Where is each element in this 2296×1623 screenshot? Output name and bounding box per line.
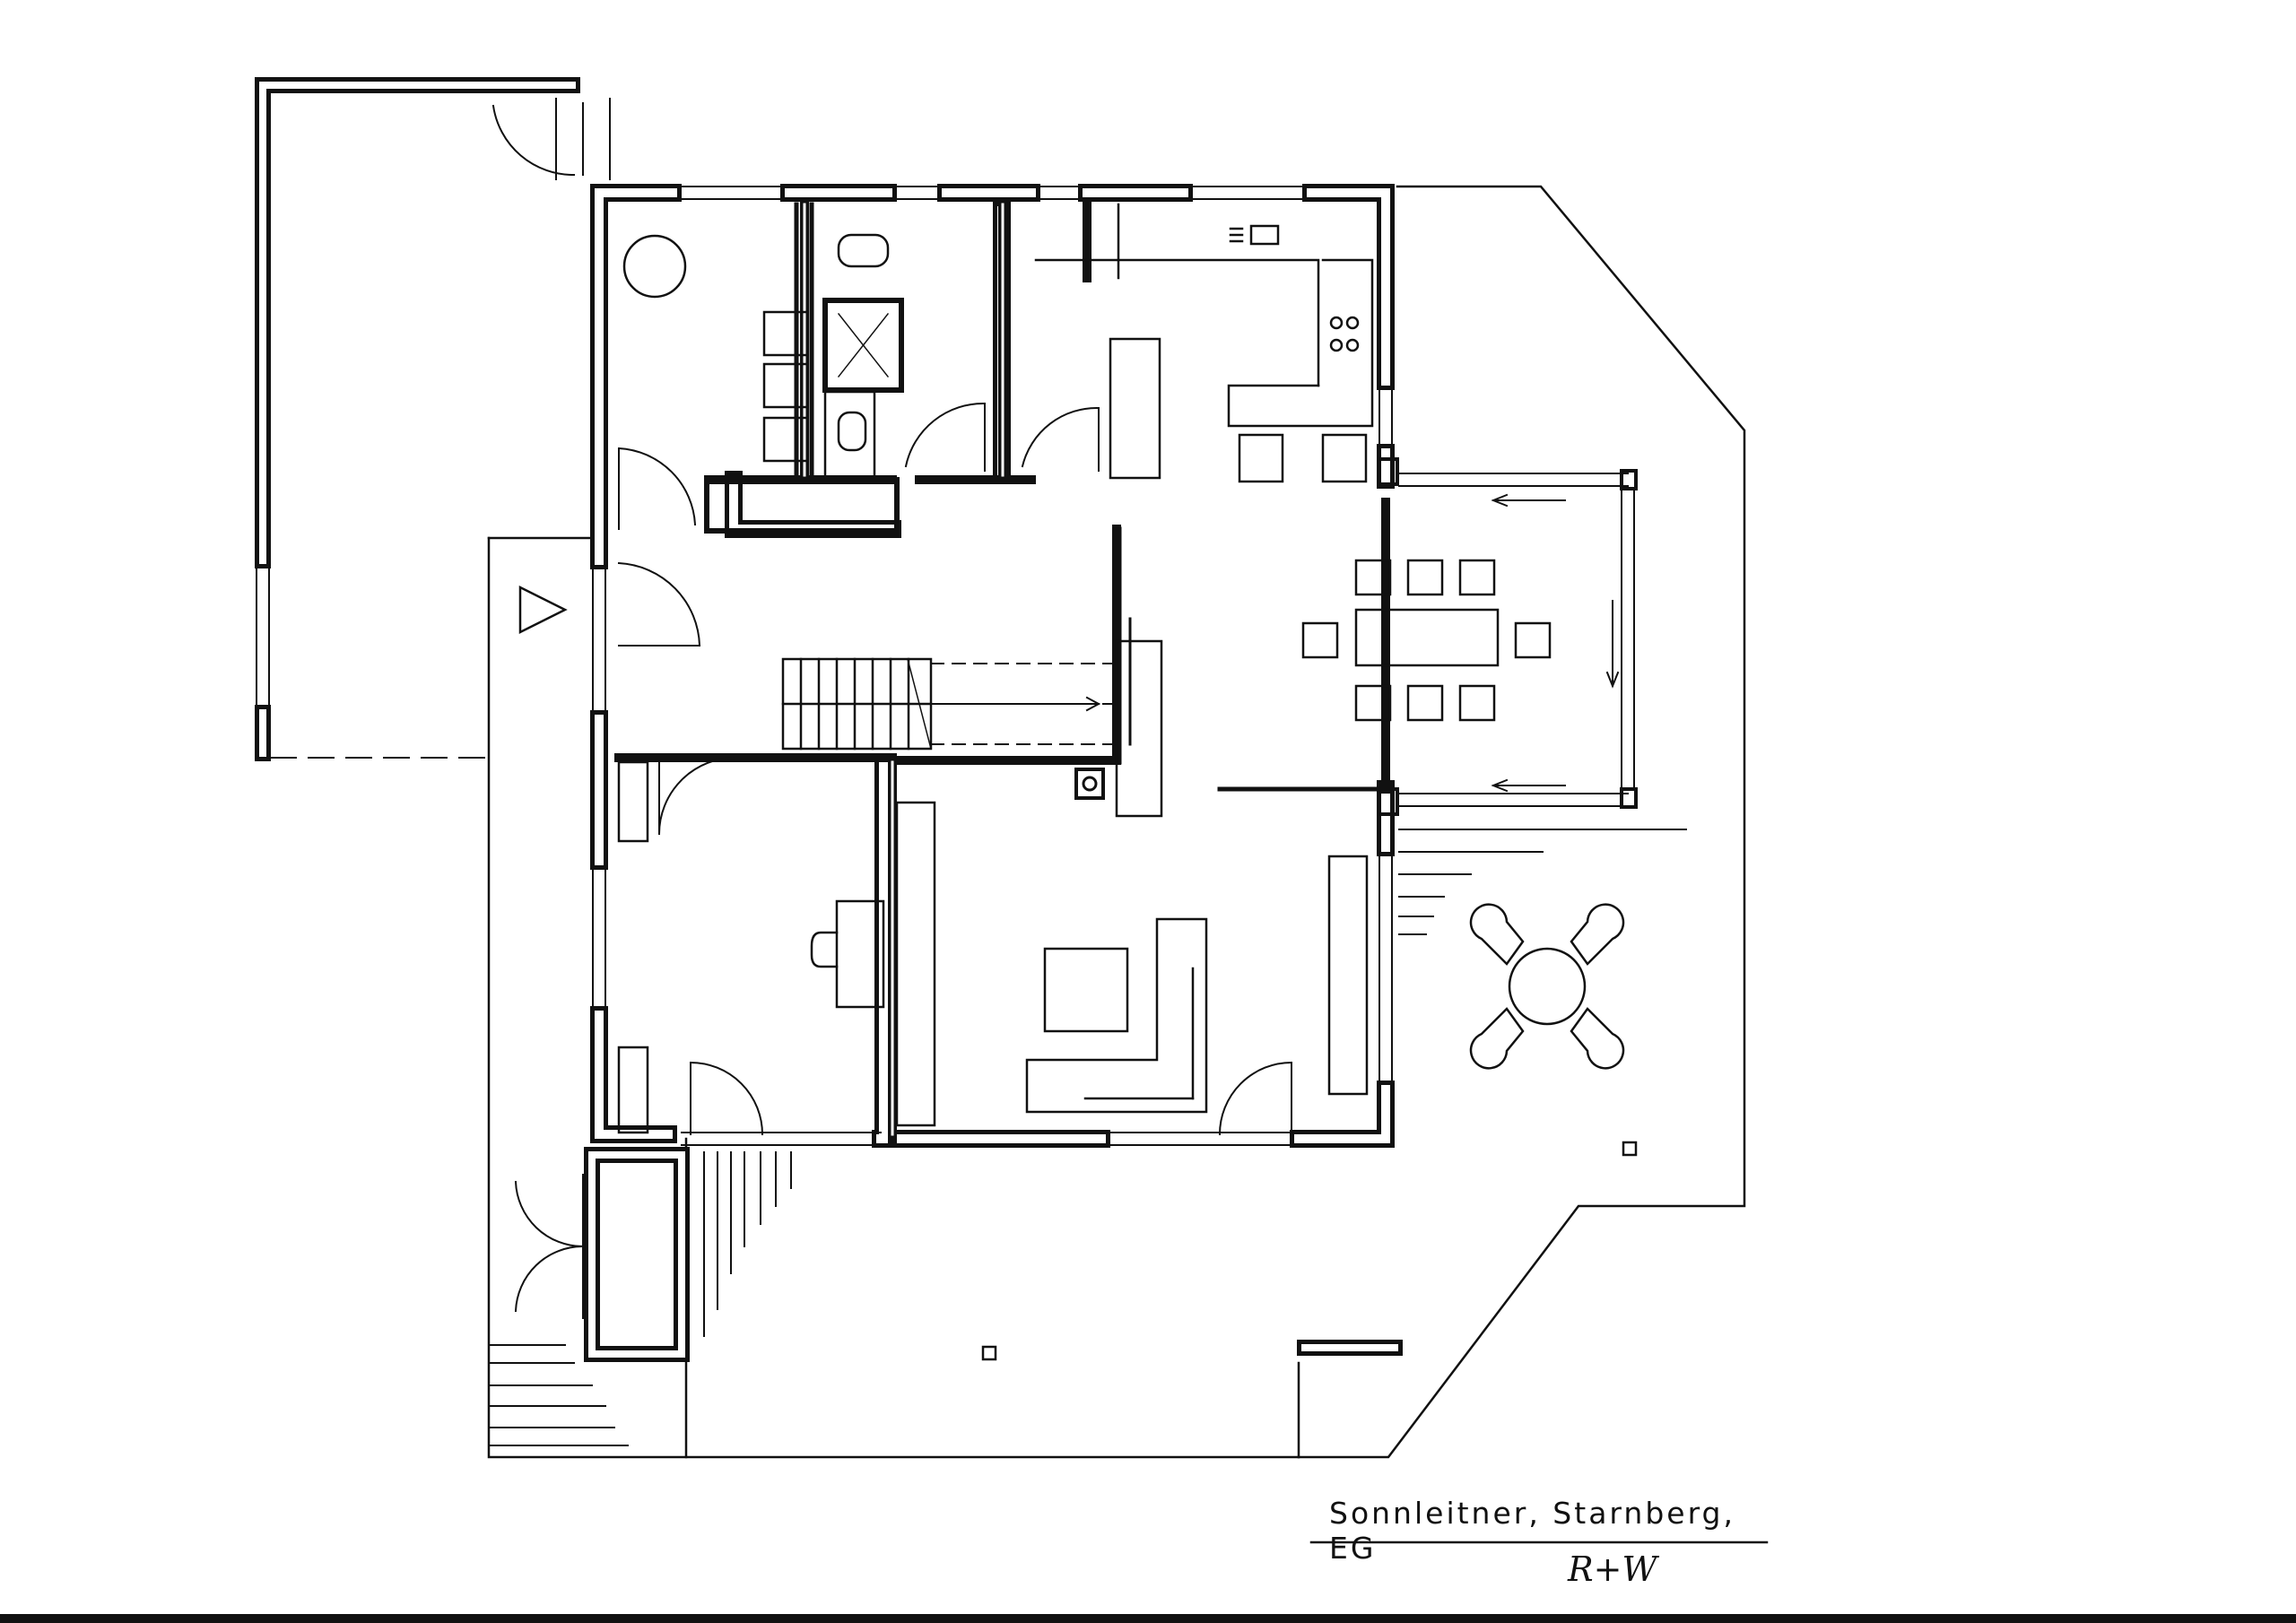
- terrace-table: [1508, 947, 1587, 1026]
- carport-wall-inner: [259, 82, 576, 757]
- coffee-table: [1043, 947, 1129, 1033]
- vestibule-wall: [584, 1147, 690, 1362]
- boiler: [622, 234, 687, 299]
- desk: [810, 899, 885, 1009]
- dining-chairs: [1301, 559, 1552, 722]
- toilet-icon: [823, 233, 890, 479]
- sliding-arrow-icon: [1491, 493, 1620, 793]
- sideboard: [1327, 855, 1369, 1096]
- bar-stools: [1238, 433, 1368, 483]
- sink-icon: [1229, 224, 1280, 246]
- exterior-wall-inner: [595, 188, 1390, 1143]
- garden-steps: [703, 1151, 792, 1337]
- stove-icon: [1329, 316, 1360, 352]
- dining-bay: [1398, 473, 1635, 807]
- shelf: [895, 801, 936, 1127]
- exterior-wall: [590, 184, 1395, 1148]
- interior-wall-inner: [803, 203, 1004, 1136]
- sofa: [1025, 917, 1208, 1114]
- vestibule-wall-inner: [588, 1151, 685, 1358]
- terrace-outline: [487, 185, 1746, 1459]
- plan-caption: Sonnleitner, Starnberg, EG: [1329, 1496, 1735, 1566]
- signature: R+W: [1568, 1549, 1657, 1589]
- door-swing: [617, 402, 1293, 1136]
- entrance-arrow-icon: [518, 585, 568, 635]
- utility-counter: [704, 477, 900, 534]
- fireplace: [1074, 639, 1163, 818]
- marker-square: [981, 1141, 1638, 1361]
- carport-window: [256, 564, 270, 711]
- carport-door: [491, 98, 611, 180]
- scan-edge: [0, 1614, 2296, 1623]
- study-furniture: [617, 760, 649, 1134]
- terrace-steps: [1398, 829, 1687, 935]
- shower: [822, 298, 904, 393]
- entrance-doors: [514, 1174, 585, 1319]
- partition: [794, 202, 1388, 792]
- carport-wall: [255, 77, 580, 761]
- entrance-steps: [488, 1344, 629, 1446]
- stair-arrow-icon: [941, 696, 1101, 712]
- terrace-chairs: [1469, 903, 1625, 1070]
- kitchen-counter: [1034, 203, 1374, 480]
- bay-posts: [1378, 457, 1638, 816]
- stair: [781, 657, 933, 751]
- window: [592, 186, 1393, 1146]
- shower-cross: [837, 312, 890, 378]
- laundry-units: [762, 310, 809, 463]
- dining-table: [1354, 608, 1500, 667]
